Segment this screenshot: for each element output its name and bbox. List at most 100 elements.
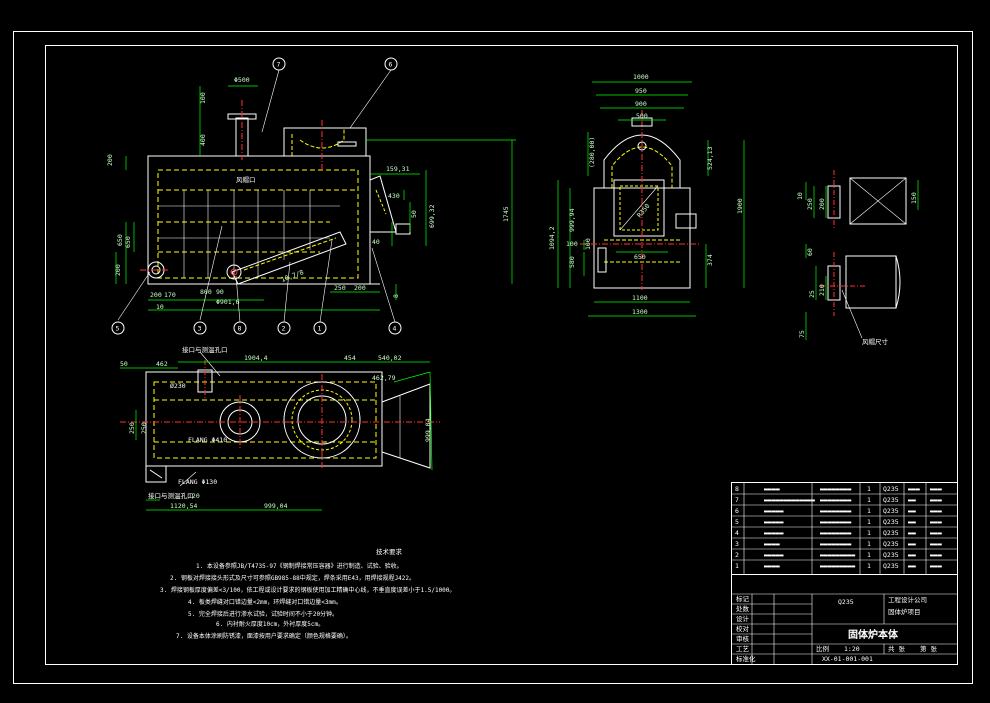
dim-right-total: 1745	[502, 206, 510, 222]
side-dim-bottom-2: 1300	[632, 308, 648, 316]
dim-right-4: 699,32	[428, 204, 436, 228]
dim-right-3: 50	[410, 210, 418, 218]
dim-bottom-5: Φ901,6	[216, 298, 240, 306]
bom-cell-wt: ▬▬▬	[908, 485, 920, 493]
dim-right-1: 159,31	[386, 165, 410, 173]
dim-bottom-1: 200	[150, 291, 162, 299]
bom-cell-note: ▬▬▬	[930, 485, 942, 493]
note-5: 5. 完全焊接后进行渗水试验，试验时间不小于20分钟。	[188, 610, 338, 618]
dim-diag: 10,7/8	[280, 268, 305, 284]
bom-cell-wt: ▬▬	[908, 540, 916, 548]
balloon-6[interactable]: 6	[389, 61, 393, 69]
dim-top-dia: Φ500	[234, 76, 250, 84]
bom-cell-qty: 1	[867, 496, 871, 504]
tb-sheet-label: 共 张	[888, 644, 905, 653]
bom-cell-code: ▬▬▬▬▬▬▬▬	[820, 507, 851, 515]
bom-cell-qty: 1	[867, 551, 871, 559]
balloon-1[interactable]: 1	[318, 325, 322, 333]
tb-company: 工程设计公司	[888, 595, 927, 604]
side-dim-h-right-total: 1900	[736, 198, 744, 214]
bom-cell-qty: 1	[867, 507, 871, 515]
side-dim-h-left5: 580	[568, 256, 576, 268]
detail-dim-d4: 150	[910, 192, 918, 204]
balloon-8[interactable]: 8	[238, 325, 242, 333]
dim-left-200: 200	[106, 154, 114, 166]
dim-bottom-2: 170	[164, 291, 176, 299]
tb-label-1: 处数	[736, 604, 750, 613]
bom-cell-mat: Q235	[883, 562, 899, 570]
bom-cell-mat: Q235	[883, 529, 899, 537]
bom-cell-code: ▬▬▬▬▬▬▬▬	[820, 485, 851, 493]
dim-left-h1: 650	[116, 234, 124, 246]
bom-cell-code: ▬▬▬▬▬▬▬▬▬	[820, 551, 855, 559]
bom-cell-wt: ▬▬	[908, 562, 916, 570]
plan-dim-top-5: 540,02	[378, 354, 402, 362]
balloon-2[interactable]: 2	[282, 325, 286, 333]
plan-dim-bottom-2: 1120,54	[170, 502, 197, 510]
dim-top-h2: 400	[199, 134, 207, 146]
detail-dim-d3: 200	[818, 198, 826, 210]
dim-bottom-7: 250	[334, 284, 346, 292]
side-dim-h-left4: 100	[566, 240, 578, 248]
bom-cell-name: ▬▬▬▬	[764, 485, 780, 493]
bom-cell-name: ▬▬▬▬▬	[764, 518, 784, 526]
balloon-5[interactable]: 5	[116, 325, 120, 333]
note-4: 4. 板类焊缝对口错边量<2mm，环焊缝对口错边量<3mm。	[188, 598, 342, 606]
dim-right-2: 430	[388, 192, 400, 200]
side-dim-bottom-1: 1100	[632, 294, 648, 302]
bom-cell-wt: ▬▬	[908, 518, 916, 526]
bom-cell-name: ▬▬▬▬	[764, 562, 780, 570]
detail-dim-d6: 210	[818, 284, 826, 296]
plan-dim-right-1: 462,79	[372, 374, 396, 382]
balloon-3[interactable]: 3	[198, 325, 202, 333]
tb-scale-label: 比例	[816, 644, 829, 653]
plan-label-top: 接口与测温孔口	[182, 345, 228, 354]
bom-cell-no: 4	[735, 529, 739, 537]
side-dim-inner-diag: R350	[635, 202, 651, 219]
tb-label-5: 工艺	[736, 645, 750, 653]
dim-bottom-3: 800	[200, 288, 212, 296]
bom-cell-wt: ▬▬	[908, 496, 916, 504]
plan-label-top-code: Ø230	[170, 382, 186, 390]
bom-cell-note: ▬▬▬	[930, 507, 942, 515]
plan-dim-inner-1: 250	[140, 422, 148, 434]
dim-bottom-6: 10	[156, 303, 164, 311]
detail-caption: 风帽尺寸	[862, 337, 889, 346]
note-7: 7. 设备本体涂刷防锈漆，面漆按用户要求确定（颜色规格要确）。	[176, 632, 352, 640]
dim-left-h3: 200	[114, 264, 122, 276]
balloon-4[interactable]: 4	[393, 325, 397, 333]
bom-cell-note: ▬▬▬	[930, 496, 942, 504]
side-dim-h-left6: 100	[584, 238, 592, 250]
dim-top-h1: 100	[199, 92, 207, 104]
bom-cell-no: 1	[735, 562, 739, 570]
detail-view: 10 250 200 150 60 210 75 25 风帽尺寸	[796, 170, 919, 346]
bom-cell-wt: ▬▬	[908, 529, 916, 537]
bom-cell-code: ▬▬▬▬▬▬▬▬	[820, 529, 851, 537]
bom-cell-mat: Q235	[883, 540, 899, 548]
side-dim-h-left1: (280,00)	[588, 137, 596, 168]
side-dim-w4: 500	[636, 112, 648, 120]
note-3: 3. 焊接钢板厚度偏差<3/100，依工程或设计要求的钢板使用加工精确中心线，不…	[160, 586, 455, 594]
bom-cell-qty: 1	[867, 518, 871, 526]
detail-dim-d7: 75	[798, 330, 806, 338]
bom-cell-name: ▬▬▬▬▬	[764, 529, 784, 537]
tb-drawing-title: 固体炉本体	[848, 628, 899, 641]
note-1: 1. 本设备参照JB/T4735-97《钢制焊接常压容器》进行制造、试验、验收。	[196, 562, 403, 570]
bom-cell-name: ▬▬▬▬▬	[764, 507, 784, 515]
side-dim-h-right2: 374	[706, 254, 714, 266]
tb-scale: 1:20	[844, 645, 860, 653]
front-label-center: 风帽口	[236, 175, 256, 184]
bom-cell-name: ▬▬▬▬▬▬▬▬▬▬▬▬▬	[764, 496, 815, 504]
bom-cell-mat: Q235	[883, 496, 899, 504]
balloon-7[interactable]: 7	[277, 61, 281, 69]
tb-label-6: 标准化	[736, 654, 756, 663]
bom-cell-note: ▬▬▬	[930, 562, 942, 570]
bom-cell-qty: 1	[867, 485, 871, 493]
bom-cell-no: 2	[735, 551, 739, 559]
tb-label-3: 校对	[736, 624, 750, 633]
plan-dim-right-2: 999,04	[424, 418, 432, 442]
plan-dim-bottom-1: 120	[188, 492, 200, 500]
side-dim-w2: 950	[635, 87, 647, 95]
